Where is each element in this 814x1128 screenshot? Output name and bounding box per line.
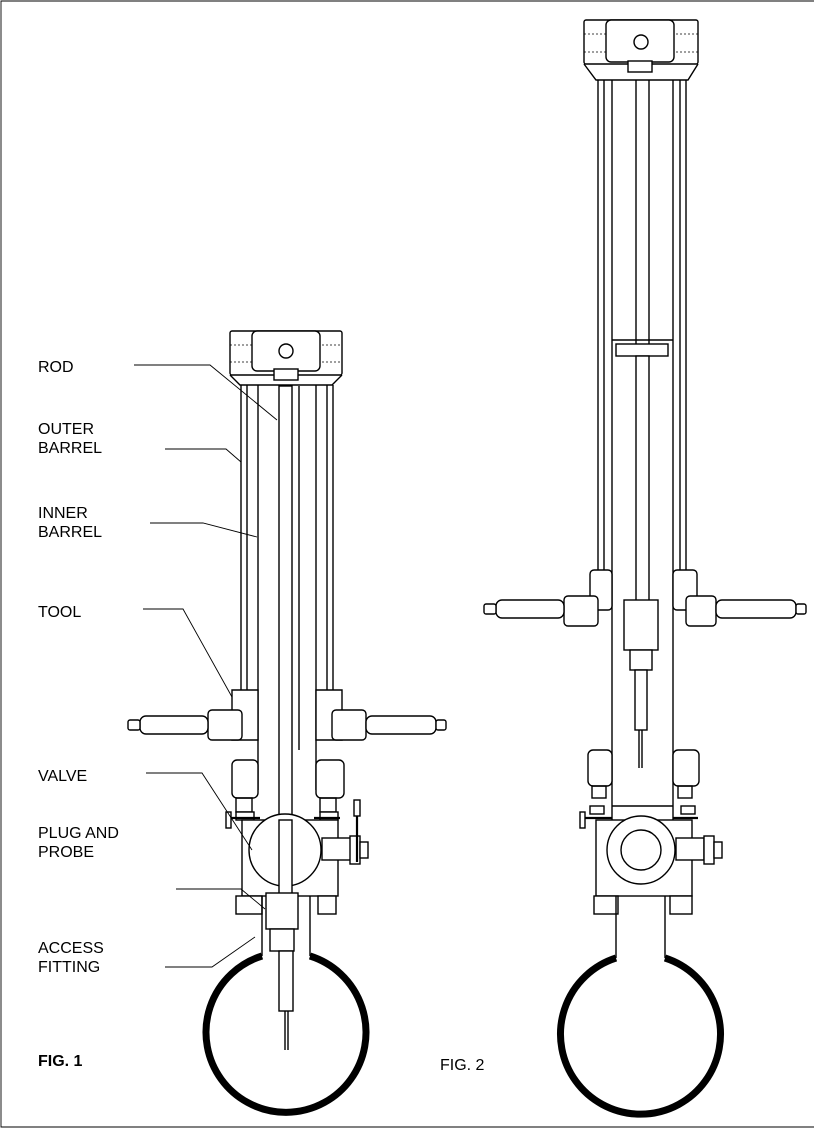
- fig2-pipe: [557, 954, 724, 1118]
- label-inner-barrel-line1: INNER: [38, 505, 88, 522]
- label-rod: ROD: [38, 359, 74, 376]
- label-outer-barrel-line2: BARREL: [38, 440, 103, 457]
- label-access-fitting-line1: ACCESS: [38, 940, 104, 957]
- label-inner-barrel: INNER BARREL: [38, 504, 102, 542]
- fig1-pipe: [202, 952, 370, 1116]
- fig1-drawing: [127, 330, 447, 1116]
- fig1-plug: [265, 892, 299, 930]
- label-access-fitting-line2: FITTING: [38, 959, 101, 976]
- figure-caption-1: FIG. 1: [38, 1053, 83, 1070]
- label-inner-barrel-line2: BARREL: [38, 524, 103, 541]
- leader-lines: [134, 364, 278, 968]
- fig2-drawing: [483, 19, 807, 1118]
- label-plug-and-probe-line1: PLUG AND: [38, 825, 119, 842]
- label-tool: TOOL: [38, 604, 82, 621]
- label-valve: VALVE: [38, 768, 88, 785]
- label-outer-barrel: OUTER BARREL: [38, 420, 102, 458]
- label-access-fitting: ACCESS FITTING: [38, 939, 104, 977]
- figure-caption-2: FIG. 2: [440, 1057, 485, 1074]
- label-plug-and-probe: PLUG AND PROBE: [38, 824, 119, 862]
- label-plug-and-probe-line2: PROBE: [38, 844, 95, 861]
- label-outer-barrel-line1: OUTER: [38, 421, 94, 438]
